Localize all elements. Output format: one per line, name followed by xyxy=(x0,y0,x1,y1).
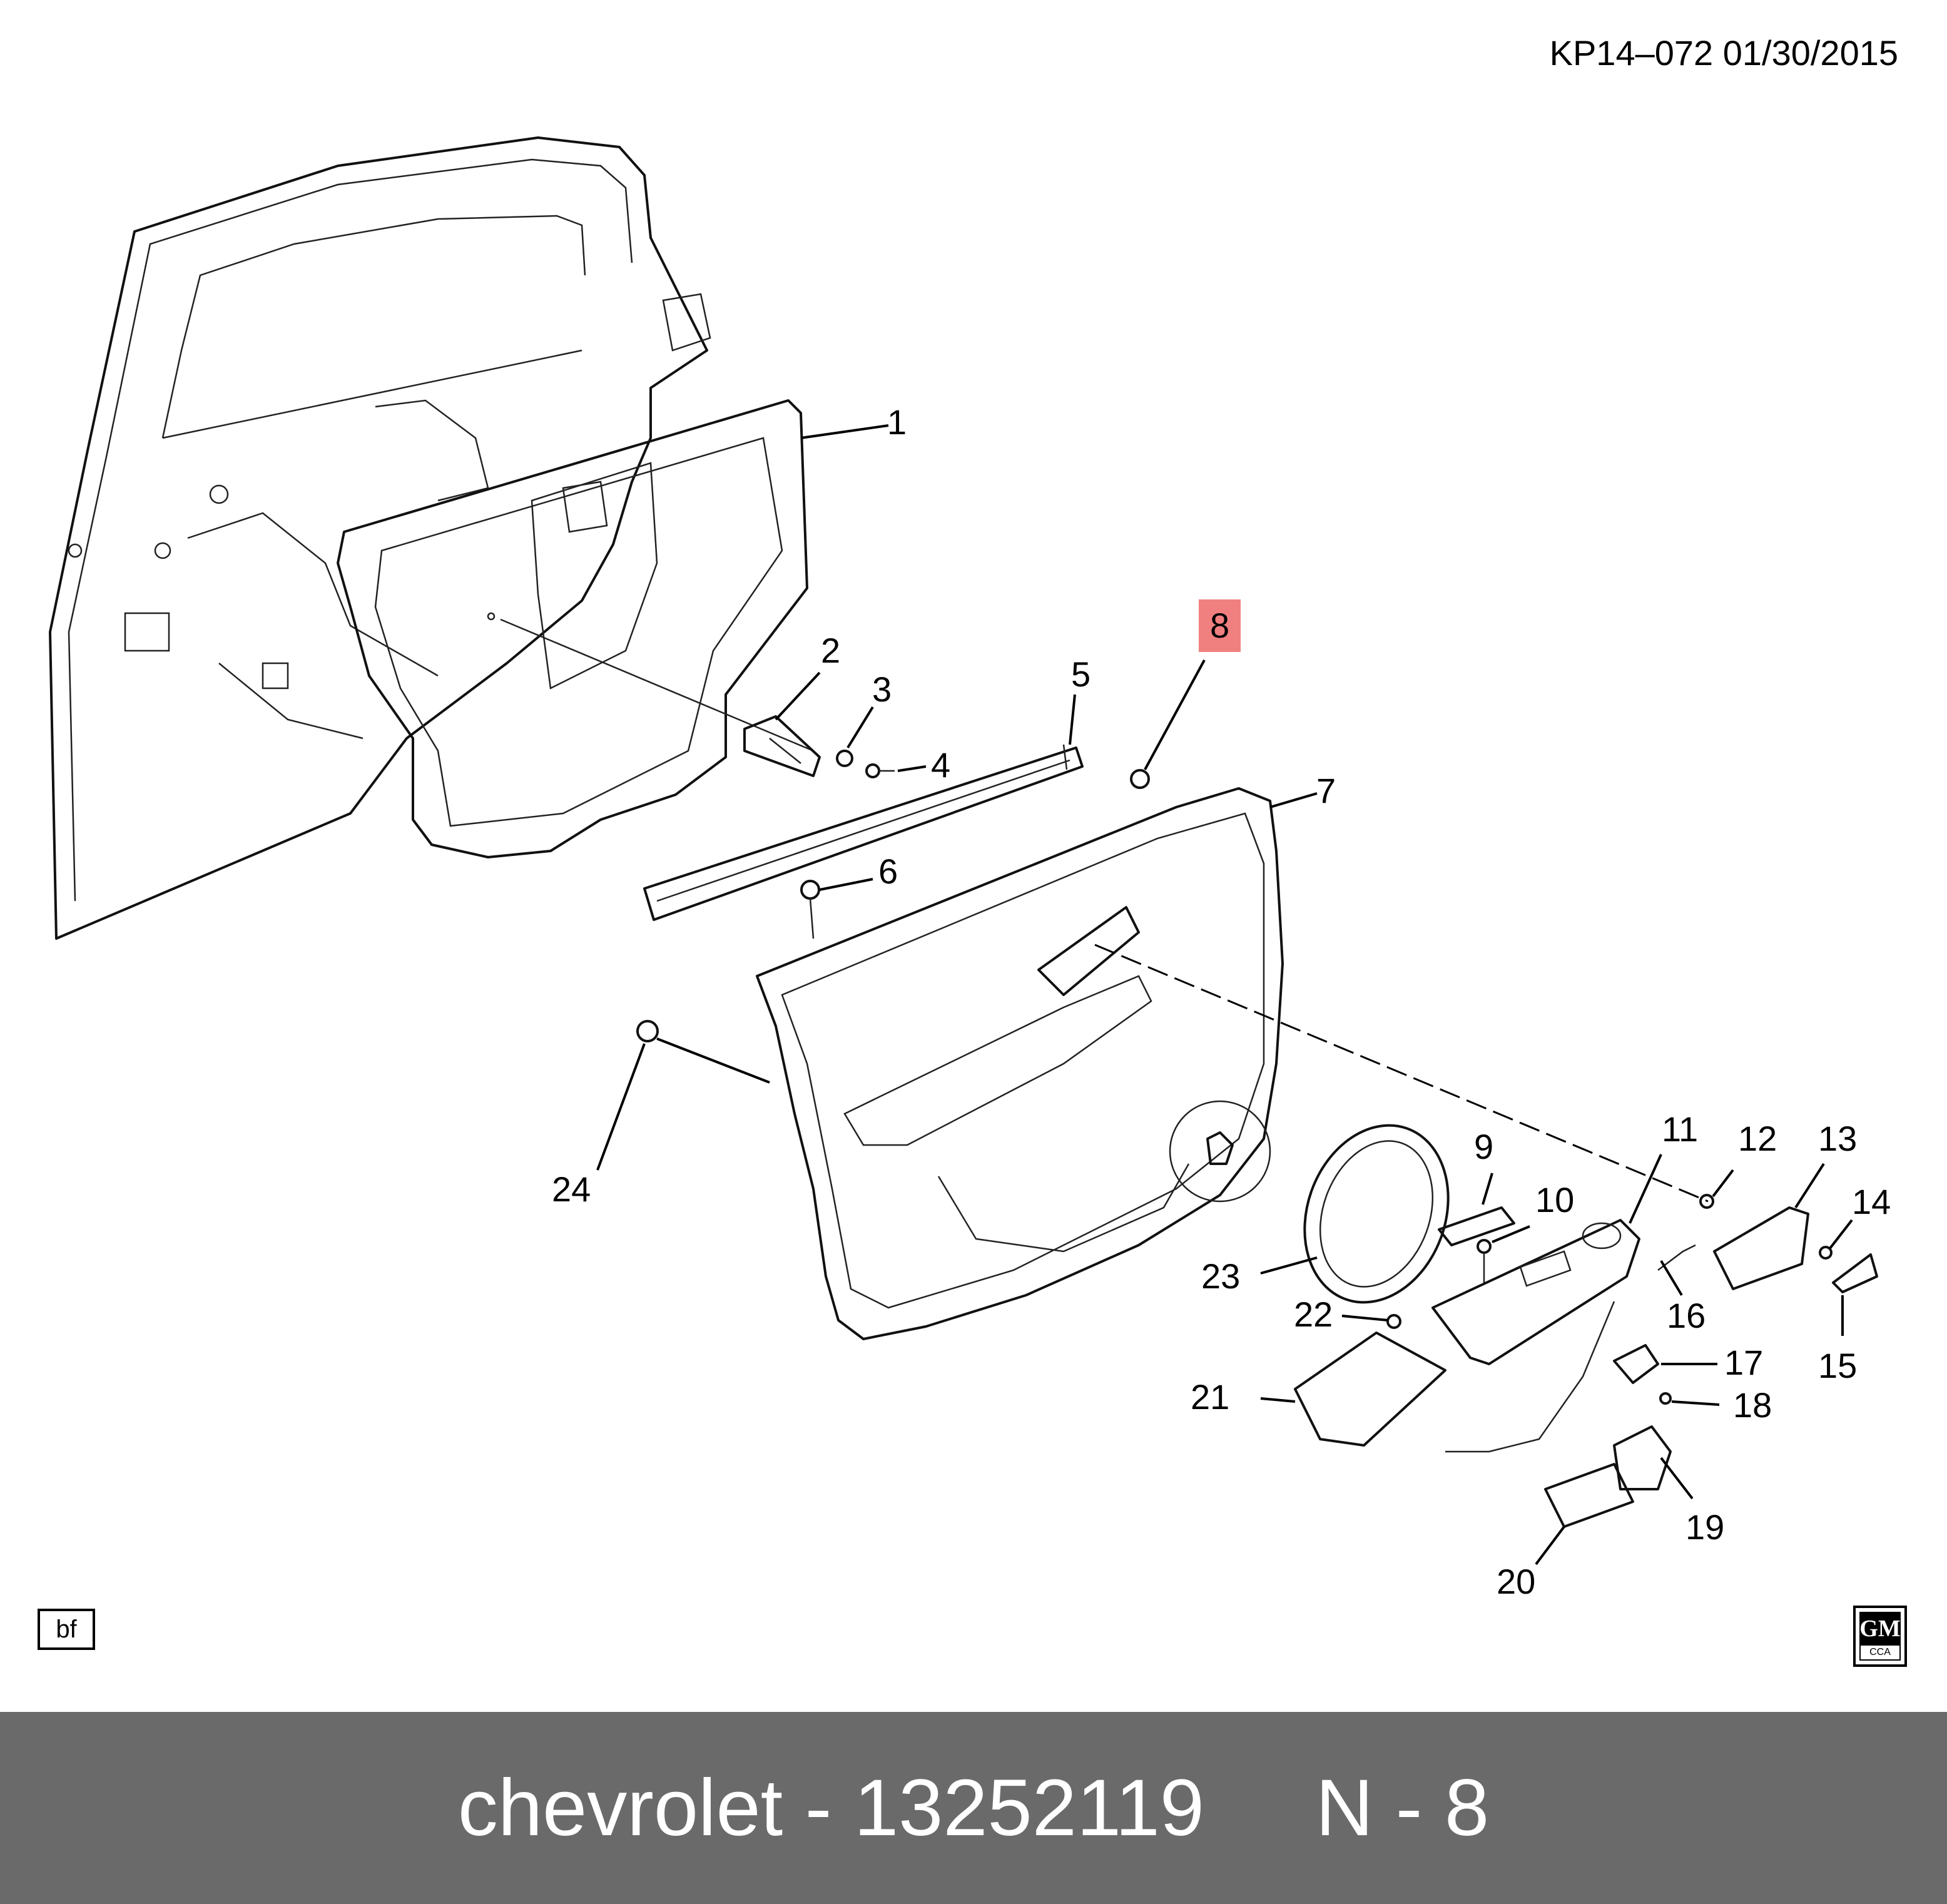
callout-9: 9 xyxy=(1474,1127,1494,1166)
screw-14 xyxy=(1819,1246,1833,1260)
screw-4 xyxy=(865,763,895,778)
armrest-bezel-11 xyxy=(1431,1219,1640,1365)
callout-11: 11 xyxy=(1662,1109,1699,1149)
insert-pad-9 xyxy=(1438,1206,1515,1246)
callout-1: 1 xyxy=(887,402,907,442)
callout-14: 14 xyxy=(1852,1182,1891,1221)
callout-3: 3 xyxy=(872,669,892,709)
gm-logo: GM CCA xyxy=(1853,1606,1907,1667)
bolt-3 xyxy=(836,750,853,767)
water-deflector xyxy=(337,399,814,858)
push-clip-6 xyxy=(800,880,820,939)
diagram-stage: 1 2 3 4 5 6 7 8 9 10 11 12 13 14 15 16 1… xyxy=(38,33,1907,1667)
callout-17: 17 xyxy=(1724,1343,1764,1382)
assembly-dashed-line xyxy=(1094,944,1709,1203)
callout-8-highlighted: 8 xyxy=(1199,599,1241,652)
storage-cover-21 xyxy=(1294,1331,1446,1447)
door-frame xyxy=(49,136,711,940)
corner-label-box: bf xyxy=(38,1609,95,1650)
screw-10 xyxy=(1477,1239,1492,1283)
door-trim-panel xyxy=(756,787,1284,1340)
callout-19: 19 xyxy=(1685,1507,1725,1547)
gm-logo-text: GM xyxy=(1859,1612,1901,1646)
sealing-strip xyxy=(643,744,1084,921)
mirror-switch-19 xyxy=(1613,1425,1672,1490)
callout-23: 23 xyxy=(1201,1256,1241,1296)
callout-13: 13 xyxy=(1818,1119,1858,1158)
pull-handle-13 xyxy=(1713,1206,1809,1290)
callout-18: 18 xyxy=(1733,1385,1772,1425)
push-clip-8 xyxy=(1130,769,1150,789)
callout-10: 10 xyxy=(1535,1180,1575,1219)
callout-2: 2 xyxy=(821,631,841,670)
callout-15: 15 xyxy=(1818,1346,1858,1385)
callout-16: 16 xyxy=(1667,1296,1706,1335)
lamp-17 xyxy=(1613,1344,1659,1384)
callout-6: 6 xyxy=(878,852,898,891)
leader-lines xyxy=(596,424,1853,1565)
wiring-16 xyxy=(1657,1244,1696,1271)
clip-24 xyxy=(636,1020,659,1042)
callout-22: 22 xyxy=(1294,1295,1333,1334)
gm-logo-subtext: CCA xyxy=(1859,1644,1901,1661)
harness xyxy=(1445,1301,1615,1453)
cover-15 xyxy=(1832,1253,1878,1293)
callout-21: 21 xyxy=(1191,1377,1230,1417)
door-trim-diagram xyxy=(49,136,1878,1565)
speaker-grille-ring xyxy=(1303,1124,1450,1304)
callout-12: 12 xyxy=(1738,1119,1777,1158)
callout-24: 24 xyxy=(552,1169,591,1209)
window-switch-20 xyxy=(1544,1463,1634,1528)
screw-18 xyxy=(1659,1392,1672,1405)
clip-12 xyxy=(1699,1194,1714,1209)
document-id-date: KP14–072 01/30/2015 xyxy=(1549,33,1898,73)
footer-bar: chevrolet - 13252119 N - 8 xyxy=(0,1712,1947,1904)
callout-5: 5 xyxy=(1071,654,1091,694)
callout-4: 4 xyxy=(931,745,951,785)
clip-22 xyxy=(1386,1314,1401,1329)
callout-7: 7 xyxy=(1316,771,1336,810)
callout-20: 20 xyxy=(1497,1562,1536,1601)
footer-caption: chevrolet - 13252119 N - 8 xyxy=(457,1763,1490,1853)
lower-bracket xyxy=(743,715,821,777)
